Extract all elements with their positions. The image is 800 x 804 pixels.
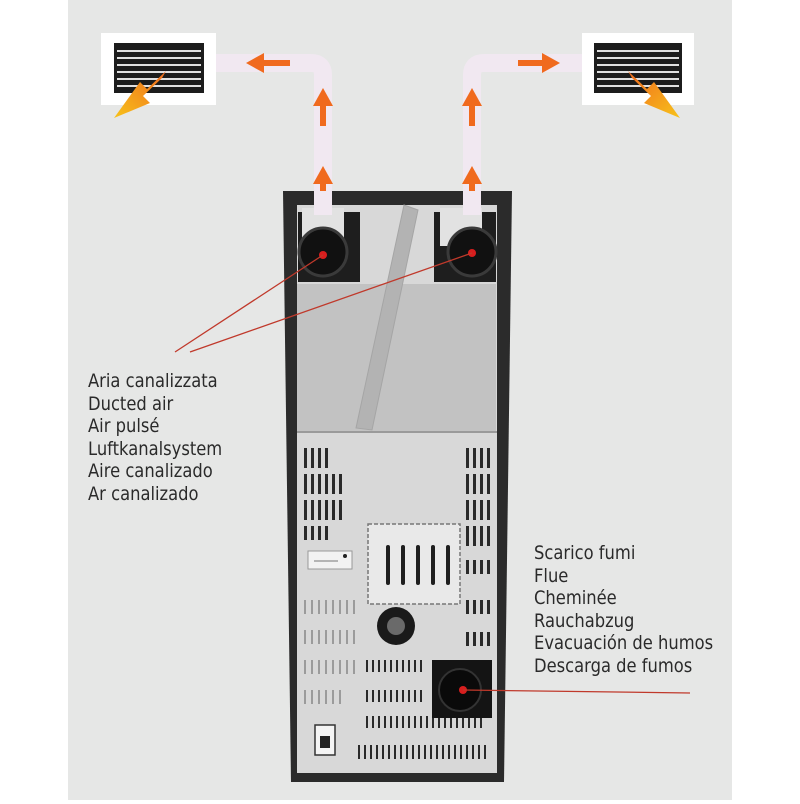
left-vent-slots [304,448,342,540]
ducted-air-label-fr: Air pulsé [88,415,160,437]
ducted-air-label-es: Aire canalizado [88,460,213,482]
left-duct-pipe [216,54,332,212]
rating-plate [307,550,353,570]
flue-label-de: Rauchabzug [534,609,635,632]
ducted-air-label-pt: Ar canalizado [88,482,199,505]
lower-left-vent-slots [304,600,355,704]
right-vent-slots [466,448,490,646]
ducted-air-label-en: Ducted air [88,392,174,415]
flue-label-it: Scarico fumi [534,542,636,564]
ducted-air-label-group: Aria canalizzata Ducted air Air pulsé Lu… [88,370,222,505]
leader-line-flue [462,689,691,694]
bottom-vent-slots [358,660,486,759]
inspection-panel [367,523,461,605]
right-vent-airflow-arrow [628,71,680,118]
left-wall-vent [101,33,216,118]
leader-line-right-outlet [189,252,473,353]
right-duct-arrow-right [518,53,560,73]
flue-label-fr: Cheminée [534,587,617,609]
right-wall-vent [582,33,694,118]
flue-label-en: Flue [534,564,569,587]
diagonal-deflector [355,204,419,431]
flue-label-group: Scarico fumi Flue Cheminée Rauchabzug Ev… [534,542,713,677]
leader-line-left-outlet [174,254,324,353]
stove-unit [283,191,512,782]
inspection-panel-slots [386,545,450,585]
left-duct-arrow-left [246,53,290,73]
leader-lines [174,252,691,694]
right-duct-arrow-up-2 [462,88,482,126]
ducted-air-label-de: Luftkanalsystem [88,437,223,460]
right-vent-slats [597,50,679,87]
left-duct-arrow-up-2 [313,88,333,126]
flue-label-es: Evacuación de humos [534,632,714,654]
left-vent-airflow-arrow [114,71,166,118]
flue-label-pt: Descarga de fumos [534,654,693,677]
ducted-air-label-it: Aria canalizzata [88,370,218,392]
right-duct-pipe [463,54,582,212]
